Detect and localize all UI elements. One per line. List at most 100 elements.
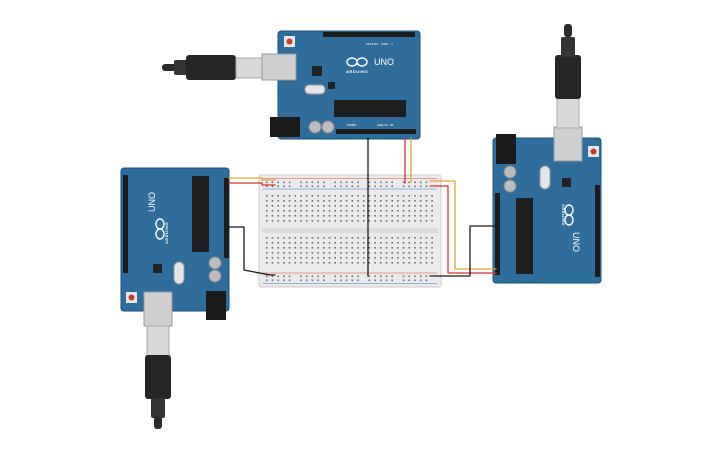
- breadboard-hole: [300, 257, 302, 259]
- breadboard[interactable]: [258, 174, 442, 288]
- breadboard-hole: [431, 252, 433, 254]
- breadboard-hole: [431, 262, 433, 264]
- breadboard-hole: [408, 205, 411, 207]
- breadboard-hole: [277, 195, 279, 197]
- breadboard-hole: [300, 242, 302, 244]
- breadboard-hole: [305, 275, 308, 278]
- breadboard-hole: [368, 279, 371, 282]
- breadboard-hole: [305, 215, 308, 217]
- breadboard-hole: [334, 262, 336, 264]
- breadboard-hole: [305, 237, 308, 239]
- usb-plug-tip: [564, 24, 572, 37]
- breadboard-hole: [414, 220, 416, 222]
- breadboard-hole: [385, 252, 388, 254]
- breadboard-hole: [425, 252, 428, 254]
- breadboard-hole: [402, 237, 405, 239]
- breadboard-hole: [311, 185, 314, 188]
- breadboard-hole: [266, 185, 268, 188]
- breadboard-hole: [328, 195, 331, 197]
- breadboard-hole: [385, 257, 388, 259]
- breadboard-hole: [271, 205, 274, 207]
- breadboard-hole: [362, 247, 365, 249]
- breadboard-hole: [385, 181, 388, 184]
- breadboard-hole: [271, 252, 274, 254]
- breadboard-hole: [305, 205, 308, 207]
- breadboard-hole: [368, 257, 371, 259]
- breadboard-hole: [385, 195, 388, 197]
- breadboard-hole: [357, 210, 359, 212]
- breadboard-hole: [385, 275, 388, 278]
- breadboard-hole: [311, 210, 314, 212]
- breadboard-hole: [317, 275, 319, 278]
- breadboard-hole: [397, 210, 399, 212]
- breadboard-hole: [271, 237, 274, 239]
- breadboard-hole: [317, 185, 319, 188]
- breadboard-hole: [323, 242, 325, 244]
- breadboard-hole: [305, 210, 308, 212]
- breadboard-hole: [357, 262, 359, 264]
- breadboard-channel: [262, 228, 438, 233]
- wire-black: [429, 225, 497, 277]
- breadboard-hole: [351, 200, 354, 202]
- breadboard-hole: [351, 210, 354, 212]
- breadboard-hole: [288, 181, 291, 184]
- breadboard-hole: [266, 262, 268, 264]
- breadboard-hole: [334, 252, 336, 254]
- breadboard-hole: [385, 205, 388, 207]
- breadboard-hole: [374, 252, 376, 254]
- breadboard-hole: [323, 252, 325, 254]
- breadboard-hole: [283, 195, 285, 197]
- power-jack: [496, 134, 516, 164]
- breadboard-hole: [266, 205, 268, 207]
- breadboard-hole: [385, 242, 388, 244]
- breadboard-hole: [345, 242, 348, 244]
- breadboard-hole: [288, 257, 291, 259]
- breadboard-hole: [345, 237, 348, 239]
- breadboard-hole: [397, 242, 399, 244]
- breadboard-hole: [391, 262, 393, 264]
- breadboard-hole: [414, 252, 416, 254]
- breadboard-hole: [380, 210, 382, 212]
- usb-port: [553, 126, 583, 162]
- breadboard-hole: [311, 257, 314, 259]
- breadboard-hole: [305, 252, 308, 254]
- breadboard-hole: [357, 205, 359, 207]
- arduino-left[interactable]: UNO ARDUINO: [120, 167, 230, 429]
- breadboard-hole: [374, 262, 376, 264]
- breadboard-hole: [334, 247, 336, 249]
- breadboard-hole: [271, 195, 274, 197]
- digital-header: [595, 185, 600, 277]
- breadboard-hole: [425, 210, 428, 212]
- breadboard-hole: [351, 181, 354, 184]
- breadboard-hole: [283, 279, 285, 282]
- breadboard-hole: [345, 215, 348, 217]
- breadboard-hole: [414, 237, 416, 239]
- breadboard-hole: [414, 185, 416, 188]
- breadboard-hole: [271, 279, 274, 282]
- crystal: [173, 261, 185, 285]
- wires: [228, 137, 497, 277]
- breadboard-hole: [414, 210, 416, 212]
- breadboard-hole: [414, 262, 416, 264]
- usb-plug-metal: [146, 325, 170, 357]
- arduino-top[interactable]: UNO ARDUINO DIGITAL (PWM ~) POWER ANALOG…: [162, 30, 421, 140]
- breadboard-hole: [340, 279, 342, 282]
- breadboard-hole: [311, 181, 314, 184]
- breadboard-hole: [288, 185, 291, 188]
- breadboard-hole: [328, 237, 331, 239]
- breadboard-hole: [266, 242, 268, 244]
- breadboard-holes: [266, 181, 433, 282]
- breadboard-hole: [283, 220, 285, 222]
- breadboard-hole: [380, 200, 382, 202]
- breadboard-hole: [385, 237, 388, 239]
- arduino-right[interactable]: UNO ARDUINO: [492, 24, 602, 284]
- breadboard-hole: [397, 257, 399, 259]
- breadboard-hole: [402, 252, 405, 254]
- breadboard-hole: [305, 257, 308, 259]
- breadboard-hole: [368, 195, 371, 197]
- breadboard-hole: [419, 210, 422, 212]
- breadboard-hole: [391, 210, 393, 212]
- board-model-label: UNO: [571, 232, 581, 252]
- breadboard-hole: [368, 242, 371, 244]
- wire-red: [228, 182, 276, 186]
